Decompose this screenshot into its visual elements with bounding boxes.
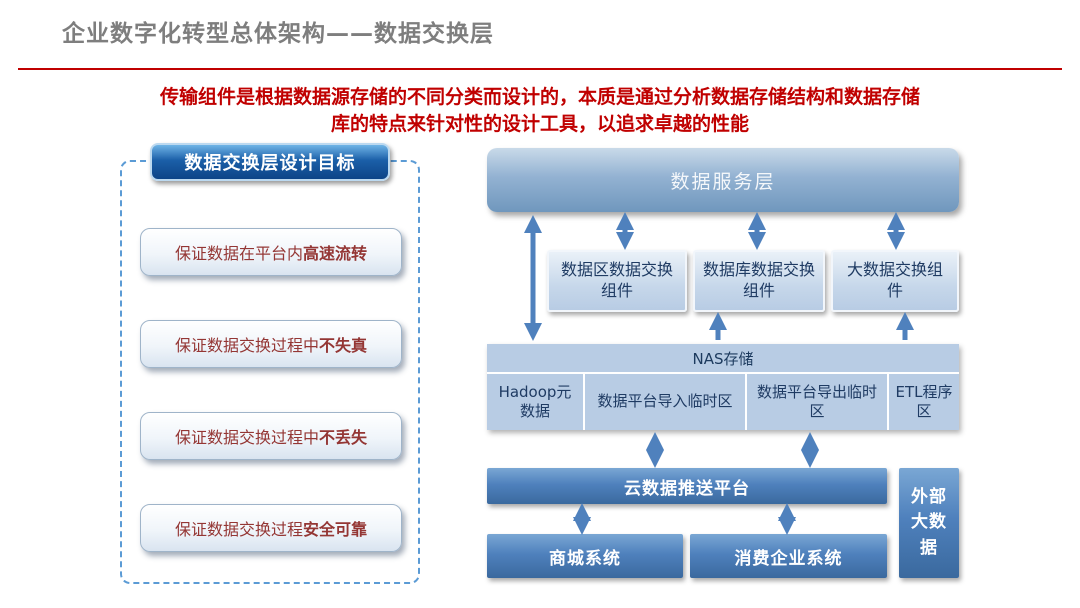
nas-storage-label: NAS存储	[487, 344, 959, 372]
goal-item-no-distortion: 保证数据交换过程中不失真	[140, 320, 402, 368]
nas-storage-block: NAS存储 Hadoop元数据 数据平台导入临时区 数据平台导出临时区 ETL程…	[487, 344, 959, 430]
mall-system-box: 商城系统	[487, 534, 683, 578]
intro-text: 传输组件是根据数据源存储的不同分类而设计的，本质是通过分析数据存储结构和数据存储…	[0, 84, 1080, 137]
consumer-enterprise-system-box: 消费企业系统	[690, 534, 887, 578]
goal-item-secure-reliable: 保证数据交换过程安全可靠	[140, 504, 402, 552]
data-service-layer-box: 数据服务层	[487, 148, 959, 212]
page-title: 企业数字化转型总体架构——数据交换层	[62, 21, 494, 47]
goal-emphasis: 不丢失	[319, 428, 368, 447]
design-goals-header: 数据交换层设计目标	[150, 143, 390, 181]
cell-export-staging: 数据平台导出临时区	[747, 374, 887, 430]
goal-emphasis: 不失真	[319, 336, 368, 355]
component-box-data-area-exchange: 数据区数据交换组件	[547, 250, 687, 312]
cell-import-staging: 数据平台导入临时区	[585, 374, 745, 430]
goal-emphasis: 高速流转	[303, 244, 368, 263]
intro-line-1: 传输组件是根据数据源存储的不同分类而设计的，本质是通过分析数据存储结构和数据存储	[159, 86, 920, 108]
external-bigdata-box: 外部大数据	[899, 468, 959, 578]
goal-emphasis: 安全可靠	[303, 520, 368, 539]
goal-text: 保证数据交换过程中	[174, 336, 319, 355]
component-box-database-exchange: 数据库数据交换组件	[693, 250, 825, 312]
title-divider	[18, 68, 1062, 70]
goal-text: 保证数据在平台内	[174, 244, 303, 263]
component-box-bigdata-exchange: 大数据交换组件	[831, 250, 959, 312]
cell-hadoop-metadata: Hadoop元数据	[487, 374, 583, 430]
design-goals-panel: 数据交换层设计目标 保证数据在平台内高速流转 保证数据交换过程中不失真 保证数据…	[120, 143, 420, 584]
cloud-data-push-platform-box: 云数据推送平台	[487, 468, 887, 504]
storage-cells-row: Hadoop元数据 数据平台导入临时区 数据平台导出临时区 ETL程序区	[487, 374, 959, 430]
goal-item-no-loss: 保证数据交换过程中不丢失	[140, 412, 402, 460]
goal-text: 保证数据交换过程	[174, 520, 303, 539]
goal-item-fast-flow: 保证数据在平台内高速流转	[140, 228, 402, 276]
intro-line-2: 库的特点来针对性的设计工具，以追求卓越的性能	[330, 112, 749, 135]
cell-etl-program-area: ETL程序区	[889, 374, 959, 430]
goal-text: 保证数据交换过程中	[174, 428, 319, 447]
